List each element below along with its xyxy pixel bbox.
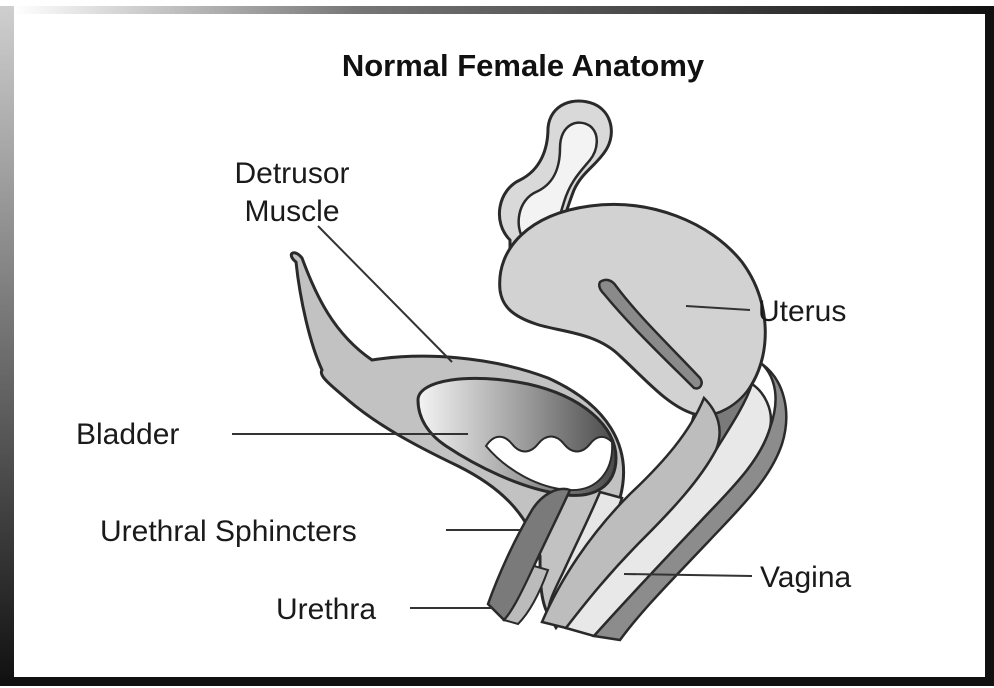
label-urethral-sphincters: Urethral Sphincters [100, 515, 357, 548]
label-detrusor-line1: Detrusor [234, 157, 349, 190]
diagram-title: Normal Female Anatomy [342, 48, 705, 83]
frame-left-border [0, 6, 14, 682]
label-bladder: Bladder [76, 418, 179, 451]
label-urethra: Urethra [276, 593, 376, 626]
label-uterus: Uterus [758, 295, 846, 328]
label-vagina: Vagina [760, 561, 852, 594]
frame-bottom-border [0, 677, 994, 686]
label-detrusor-line2: Muscle [244, 195, 339, 228]
frame-right-border [985, 6, 994, 682]
frame-top-border [14, 6, 988, 14]
